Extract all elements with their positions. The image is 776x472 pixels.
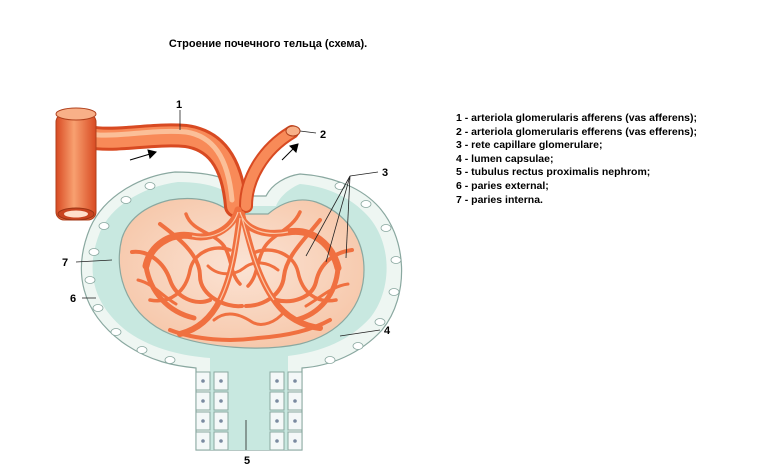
legend: 1 - arteriola glomerularis afferens (vas… bbox=[456, 112, 697, 207]
tubule-lumen bbox=[230, 360, 268, 450]
flow-arrow-in bbox=[129, 149, 157, 161]
legend-item: 5 - tubulus rectus proximalis nephrom; bbox=[456, 166, 651, 179]
epithelium-cells bbox=[84, 182, 402, 364]
label-7: 7 bbox=[62, 257, 68, 269]
glomerular-capillaries bbox=[130, 206, 354, 342]
tubule-cells bbox=[195, 371, 303, 451]
leader-lines bbox=[75, 110, 381, 450]
afferent-arteriole bbox=[55, 107, 248, 221]
legend-item: 4 - lumen capsulae; bbox=[456, 152, 554, 165]
label-6: 6 bbox=[70, 293, 76, 305]
label-5: 5 bbox=[244, 455, 250, 467]
label-4: 4 bbox=[384, 325, 391, 337]
label-1: 1 bbox=[176, 99, 182, 111]
legend-item: 1 - arteriola glomerularis afferens (vas… bbox=[456, 112, 698, 124]
efferent-arteriole bbox=[239, 125, 301, 213]
diagram-title: Строение почечного тельца (схема). bbox=[168, 38, 368, 50]
legend-item: 6 - paries external; bbox=[456, 179, 549, 192]
legend-item: 2 - arteriola glomerularis efferens (vas… bbox=[456, 125, 698, 138]
flow-arrow-out bbox=[281, 143, 299, 161]
label-2: 2 bbox=[320, 129, 326, 141]
label-3: 3 bbox=[382, 167, 388, 179]
legend-item: 3 - rete capillare glomerulare; bbox=[456, 139, 603, 152]
legend-item: 7 - paries interna. bbox=[456, 193, 543, 206]
